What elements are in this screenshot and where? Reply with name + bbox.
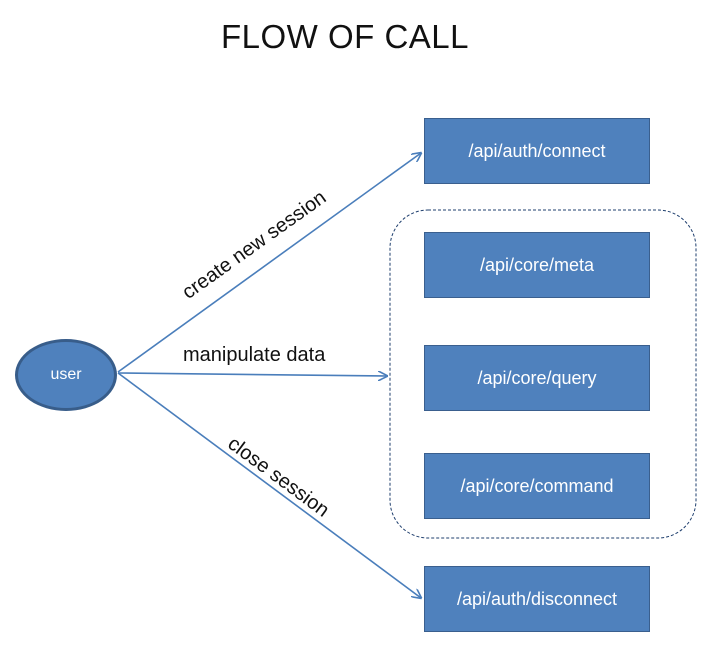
auth-connect-label: /api/auth/connect	[468, 140, 606, 161]
close-session-arrow	[117, 372, 421, 598]
auth-disconnect-box: /api/auth/disconnect	[424, 566, 650, 632]
auth-disconnect-label: /api/auth/disconnect	[456, 588, 618, 609]
user-node: user	[15, 339, 117, 411]
core-meta-label: /api/core/meta	[479, 254, 595, 275]
create-session-arrow	[117, 153, 421, 373]
core-api-group	[389, 209, 697, 539]
core-command-box: /api/core/command	[424, 453, 650, 519]
manipulate-data-arrow	[117, 373, 387, 376]
core-meta-box: /api/core/meta	[424, 232, 650, 298]
core-query-box: /api/core/query	[424, 345, 650, 411]
user-label: user	[50, 366, 82, 383]
auth-connect-box: /api/auth/connect	[424, 118, 650, 184]
core-command-label: /api/core/command	[460, 475, 614, 496]
core-query-label: /api/core/query	[477, 367, 597, 388]
diagram-title: FLOW OF CALL	[220, 18, 470, 55]
manipulate-data-label: manipulate data	[183, 344, 326, 366]
